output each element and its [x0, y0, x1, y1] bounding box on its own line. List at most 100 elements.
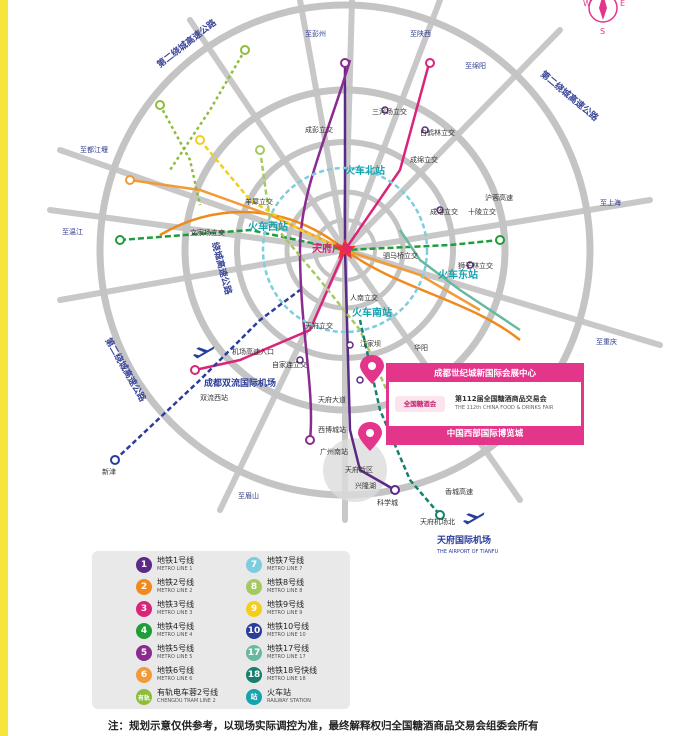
lbl-sanhe: 三河场立交 — [372, 107, 407, 116]
legend-cn: 火车站 — [267, 688, 291, 697]
venue-pin-icon-upper — [360, 355, 384, 384]
station-markers — [110, 45, 505, 520]
line-10 — [114, 289, 301, 461]
road-label-chongqing: 至重庆 — [596, 337, 617, 346]
road-label-shaanxi: 至陕西 — [410, 29, 431, 38]
legend-cn: 地铁1号线 — [157, 556, 195, 565]
legend-badge: 4 — [136, 623, 152, 639]
legend-badge: 8 — [246, 579, 262, 595]
fair-title-en: THE 112th CHINA FOOD & DRINKS FAIR — [455, 405, 554, 411]
compass-w: W — [583, 0, 591, 8]
legend-cn: 地铁3号线 — [157, 600, 195, 609]
venue-callout: 成都世纪城新国际会展中心 全国糖酒会 第112届全国糖酒商品交易会 THE 11… — [386, 363, 584, 445]
line-1 — [343, 60, 396, 492]
legend-en: RAILWAY STATION — [267, 698, 311, 704]
road-label-meishan: 至眉山 — [238, 491, 259, 500]
plane-icon-shuangliu — [192, 346, 215, 359]
legend-badge: 7 — [246, 557, 262, 573]
station-west: 火车西站 — [248, 220, 288, 233]
fair-title-cn: 第112届全国糖酒商品交易会 — [455, 395, 547, 403]
lbl-yangxi: 羊犀立交 — [245, 197, 273, 206]
legend-badge: 9 — [246, 601, 262, 617]
legend-en: METRO LINE 3 — [157, 610, 193, 616]
legend-badge: 3 — [136, 601, 152, 617]
lbl-chengluo: 成洛立交 — [430, 207, 458, 216]
legend-en: METRO LINE 5 — [157, 654, 193, 660]
legend-badge: 2 — [136, 579, 152, 595]
venue-title-bottom: 中国西部国际博览城 — [389, 426, 581, 442]
lbl-xiangcheng: 香城高速 — [445, 487, 473, 496]
lbl-tianfu-dadao: 天府大道 — [318, 395, 346, 404]
legend-en: METRO LINE 9 — [267, 610, 303, 616]
legend-cn: 地铁8号线 — [267, 578, 305, 587]
legend-badge: 站 — [246, 689, 262, 705]
footnote: 注：规划示意仅供参考，以现场实际调控为准，最终解释权归全国糖酒商品交易会组委会所… — [108, 720, 539, 732]
plane-icon-tianfu — [462, 512, 485, 525]
venue-fair-info: 全国糖酒会 第112届全国糖酒商品交易会 THE 112th CHINA FOO… — [395, 390, 575, 420]
station-east: 火车东站 — [438, 268, 478, 281]
lbl-shiling: 十陵立交 — [468, 207, 496, 216]
venue-title-top: 成都世纪城新国际会展中心 — [389, 366, 581, 382]
line-9 — [199, 139, 346, 252]
legend-badge: 有轨 — [136, 689, 152, 705]
city-center-star-icon — [334, 238, 356, 259]
venue-pin-icon-lower — [358, 422, 382, 451]
legend-cn: 地铁10号线 — [267, 622, 310, 631]
legend-cn: 地铁18号快线 — [267, 666, 318, 675]
line-18 — [358, 319, 441, 516]
lbl-wenjia: 文家场立交 — [190, 228, 225, 237]
legend-cn: 地铁6号线 — [157, 666, 195, 675]
ring-label-left: 第二绕城高速公路 — [102, 336, 149, 405]
legend-cn: 地铁4号线 — [157, 622, 195, 631]
lbl-xinjin: 新津 — [102, 467, 116, 476]
road-label-dujiangyan: 至都江堰 — [80, 145, 108, 154]
compass-s: S — [600, 27, 605, 36]
lbl-xinglong: 兴隆湖 — [355, 481, 376, 490]
legend-cn: 地铁5号线 — [157, 644, 195, 653]
road-label-mianyang: 至绵阳 — [465, 61, 486, 70]
lbl-baihua: 白鹤林立交 — [420, 128, 455, 137]
legend-en: METRO LINE 17 — [267, 654, 306, 660]
lbl-jiangjia: 江家坝 — [360, 339, 381, 348]
station-tianfu-square: 天府广场 — [312, 242, 352, 255]
lbl-huayang: 华阳 — [414, 343, 428, 352]
tianfu-newarea-highlight — [323, 438, 387, 502]
lbl-zijia: 自家连立交 — [272, 360, 307, 369]
lbl-guangzhou-south: 广州南站 — [320, 447, 348, 456]
airport-tianfu-en: THE AIRPORT OF TIANFU — [436, 549, 499, 555]
lbl-hurong: 沪蓉高速 — [485, 193, 513, 202]
legend-badge: 6 — [136, 667, 152, 683]
line-8 — [258, 149, 402, 421]
line-17 — [398, 229, 521, 332]
lbl-chengmian: 成绵立交 — [410, 155, 438, 164]
airport-shuangliu-label: 成都双流国际机场 — [204, 377, 276, 389]
legend-cn: 地铁17号线 — [267, 644, 310, 653]
legend-en: CHENGDU TRAM LINE 2 — [157, 698, 216, 704]
legend-en: METRO LINE 1 — [157, 566, 193, 572]
legend-badge: 5 — [136, 645, 152, 661]
airport-tianfu-label: 天府国际机场 — [437, 534, 491, 546]
legend-en: METRO LINE 4 — [157, 632, 193, 638]
tram-line-2 — [158, 104, 202, 206]
compass-icon: W E S — [583, 0, 625, 36]
line-5 — [298, 59, 352, 441]
line-7-loop — [261, 166, 429, 334]
legend-en: METRO LINE 10 — [267, 632, 306, 638]
fair-logo: 全国糖酒会 — [395, 396, 445, 412]
lbl-dianchi: 驷马桥立交 — [383, 251, 418, 260]
legend-en: METRO LINE 6 — [157, 676, 193, 682]
